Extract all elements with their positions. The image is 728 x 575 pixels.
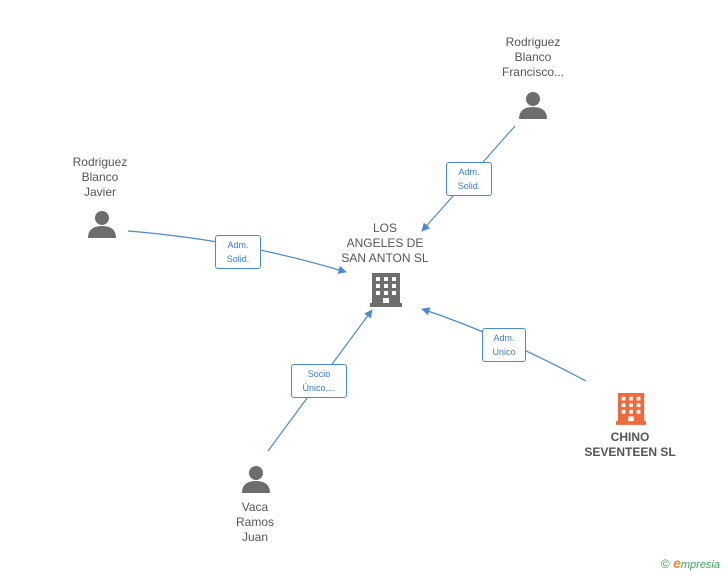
person-label-rodriguez-javier[interactable]: Rodriguez Blanco Javier (72, 155, 128, 199)
person-icon[interactable] (519, 91, 547, 119)
edge-badge-vaca[interactable]: Socio Único,... (291, 364, 347, 398)
edge-badge-javier[interactable]: Adm. Solid. (215, 235, 261, 269)
person-icon[interactable] (88, 210, 116, 238)
person-icon[interactable] (242, 465, 270, 493)
building-icon[interactable] (616, 391, 646, 425)
center-company-label[interactable]: LOS ANGELES DE SAN ANTON SL (341, 221, 429, 265)
brand-logo-text: mpresia (680, 559, 720, 571)
building-icon[interactable] (370, 271, 402, 307)
company-label-chino-seventeen[interactable]: CHINO SEVENTEEN SL (584, 430, 676, 459)
person-label-vaca-juan[interactable]: Vaca Ramos Juan (235, 500, 274, 544)
copyright-brand: © empresia (661, 555, 720, 571)
brand-logo-initial: e (673, 555, 681, 571)
edge-badge-francisco[interactable]: Adm. Solid. (446, 162, 492, 196)
person-label-rodriguez-francisco[interactable]: Rodriguez Blanco Francisco... (501, 35, 564, 79)
copyright-symbol: © (660, 557, 670, 571)
edge-badge-chino[interactable]: Adm. Unico (482, 328, 526, 362)
